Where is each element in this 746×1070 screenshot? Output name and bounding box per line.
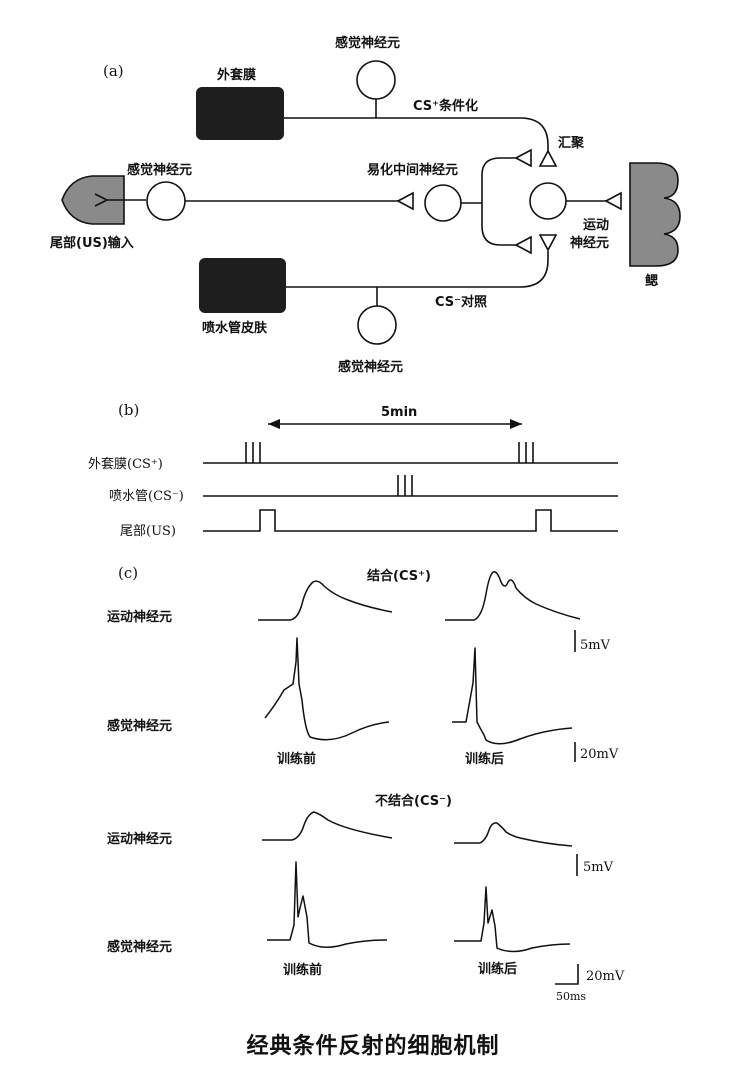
top-sensory-neuron-label: 感觉神经元 [335,35,400,51]
unpaired-sensory-trace-after [454,886,571,953]
paired-after-label: 训练后 [465,751,504,767]
unpaired-scale-20mv: 20mV [586,969,625,984]
cs-plus-label: CS⁺条件化 [413,98,478,114]
cs-minus-terminal-icon [538,234,558,252]
siphon-skin-label: 喷水管皮肤 [202,320,268,336]
mantle-tissue [196,87,284,140]
row-label-siphon: 喷水管(CS⁻) [109,489,184,504]
unpaired-motor-row-label: 运动神经元 [107,831,172,847]
bottom-sensory-neuron-label: 感觉神经元 [338,359,403,375]
facilitation-terminal-bottom-icon [514,235,532,255]
row-label-tail: 尾部(US) [120,524,176,539]
mantle-label: 外套膜 [216,67,256,83]
paired-sensory-row-label: 感觉神经元 [107,718,172,734]
row-label-mantle: 外套膜(CS⁺) [88,456,163,472]
stimulus-timeline: (b) 5min 外套膜(CS⁺) 喷水管(CS⁻) 尾部(US) [88,401,618,539]
unpaired-motor-trace-before [262,811,393,841]
motor-neuron-label-1: 运动 [583,218,609,233]
paired-scale-20mv: 20mV [580,747,619,762]
cs-plus-terminal-icon [538,149,558,167]
paired-scale-5mv: 5mV [580,638,611,653]
bottom-sensory-neuron-soma [357,305,397,345]
tail-shock-trace [203,509,618,532]
unpaired-before-label: 训练前 [283,962,322,978]
top-sensory-neuron-soma [356,60,396,100]
unpaired-title: 不结合(CS⁻) [375,793,452,809]
interval-label: 5min [381,405,417,420]
convergence-label: 汇聚 [558,136,585,151]
interneuron-branch-down [481,203,516,246]
left-sensory-neuron-label: 感觉神经元 [127,162,192,178]
cs-plus-pathway [284,117,549,152]
unpaired-scale-50ms: 50ms [556,990,586,1003]
unpaired-motor-trace-after [454,822,573,847]
figure-caption: 经典条件反射的细胞机制 [246,1034,500,1059]
interval-arrow-right-icon [510,419,522,429]
cs-minus-label: CS⁻对照 [435,294,487,310]
left-sensory-neuron-soma [146,181,186,221]
unpaired-scale-5mv: 5mV [583,860,614,875]
panel-label-c: (c) [118,564,138,582]
motor-neuron-soma [529,182,567,220]
facilitation-terminal-top-icon [514,148,532,168]
paired-before-label: 训练前 [277,751,316,767]
interneuron-synapse-icon [396,191,414,211]
paired-title: 结合(CS⁺) [367,568,431,584]
interneuron-branch-up [481,157,516,203]
mantle-stimulus-ticks [245,442,534,463]
facilitating-interneuron-label: 易化中间神经元 [367,162,458,178]
tail-input-label: 尾部(US)输入 [50,235,134,251]
unpaired-scale-bar [555,964,579,985]
siphon-stimulus-ticks [397,475,413,496]
panel-label-a: (a) [103,62,124,80]
unpaired-after-label: 训练后 [478,961,517,977]
paired-motor-trace-after [445,570,581,621]
paired-motor-row-label: 运动神经元 [107,609,172,625]
facilitating-interneuron-soma [424,184,462,222]
gill-label: 鳃 [645,273,658,289]
interval-arrow-left-icon [268,419,280,429]
circuit-diagram: (a) 感觉神经元 外套膜 CS⁺条件化 汇聚 尾部(US)输入 感觉神经元 易… [50,35,681,375]
unpaired-sensory-row-label: 感觉神经元 [107,939,172,955]
cs-minus-pathway [286,251,549,288]
paired-motor-trace-before [258,580,393,621]
gill-synapse-icon [604,191,622,211]
panel-label-b: (b) [118,401,139,419]
unpaired-sensory-trace-before [267,861,388,948]
siphon-skin-tissue [199,258,286,313]
motor-neuron-label-2: 神经元 [570,235,609,251]
paired-sensory-trace-after [452,647,573,745]
electrophysiology-records: (c) 结合(CS⁺) 运动神经元 感觉神经元 训练前 训练后 5mV 20mV… [107,564,625,1003]
paired-sensory-trace-before [264,637,390,741]
gill-organ [629,162,681,267]
